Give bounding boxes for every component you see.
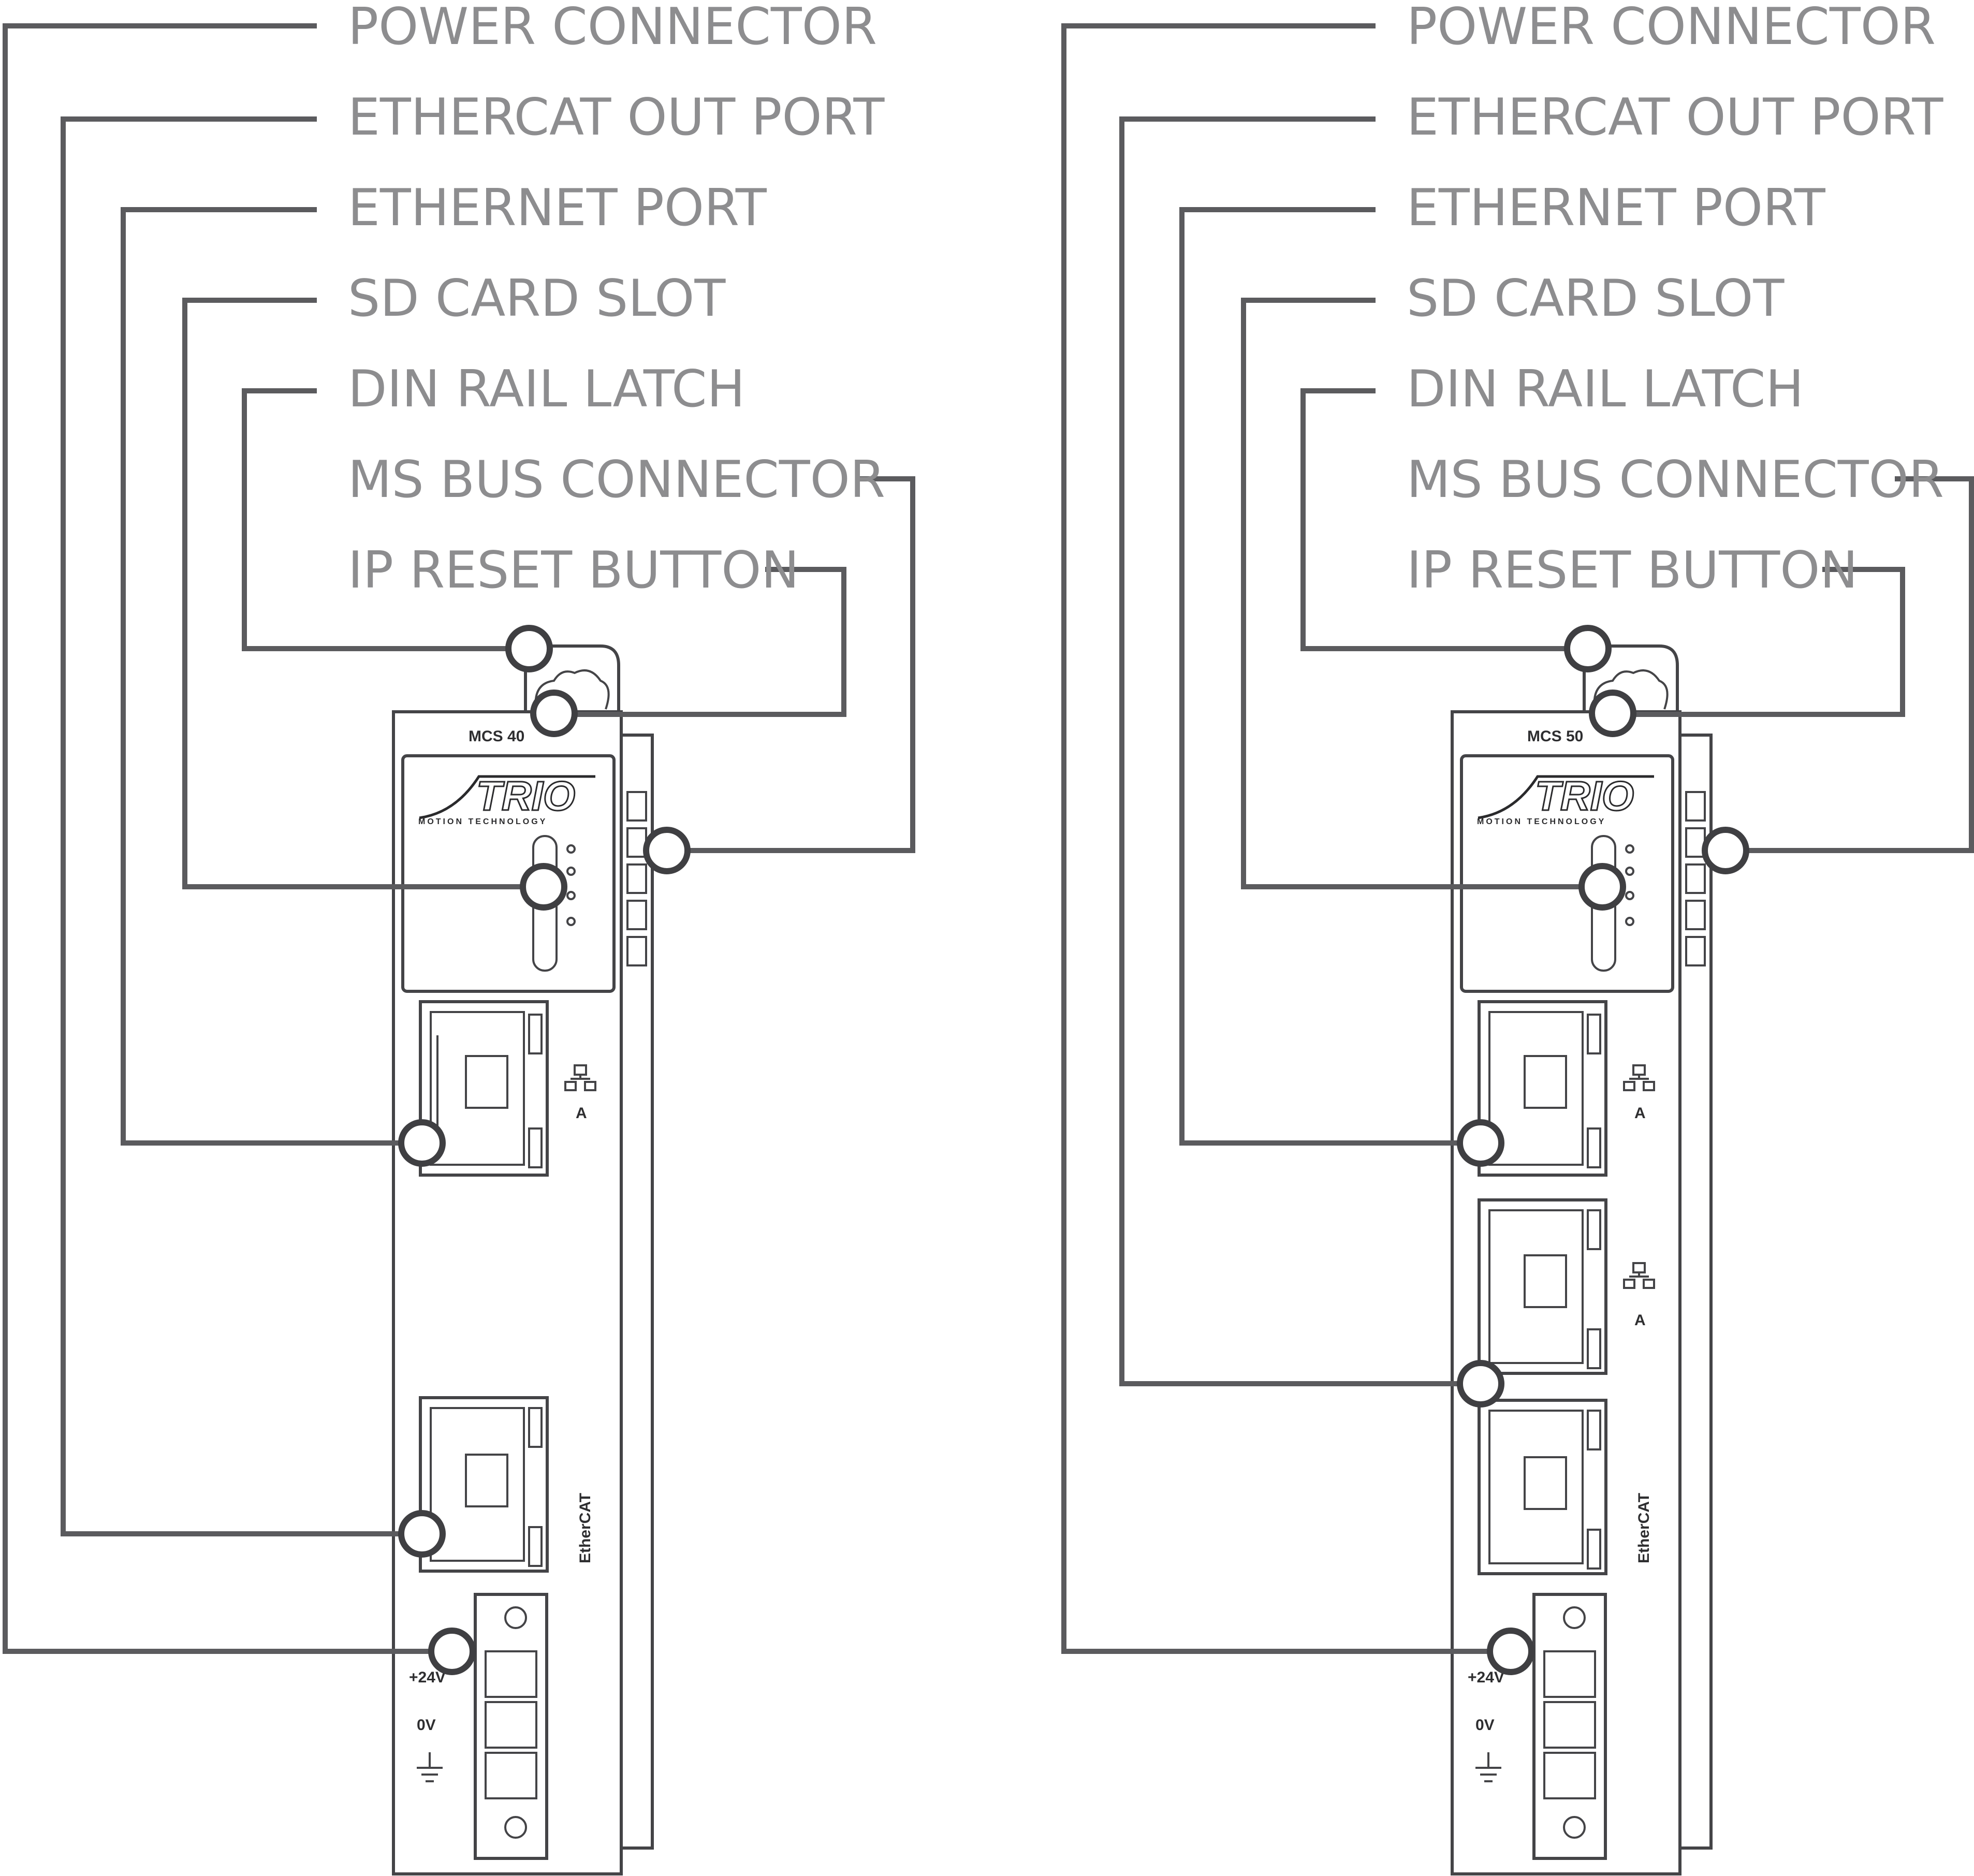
label-power-connector-right: POWER CONNECTOR [1407, 0, 1936, 56]
model-label-left: MCS 40 [469, 728, 524, 745]
port-letter-right-2: A [1634, 1312, 1646, 1329]
marker-sd-slot-right [1578, 863, 1626, 911]
labels-left: POWER CONNECTOR ETHERCAT OUT PORT ETHERN… [348, 0, 885, 600]
svg-text:TRIO: TRIO [476, 773, 575, 819]
label-ethercat-out-port-left: ETHERCAT OUT PORT [348, 88, 885, 147]
marker-ethercat-out-right [1457, 1360, 1504, 1408]
label-ms-bus-connector-right: MS BUS CONNECTOR [1407, 450, 1944, 509]
power-terminal-block-right [1532, 1593, 1607, 1860]
trio-logo-right: TRIO MOTION TECHNOLOGY [1477, 772, 1654, 826]
label-din-rail-latch-left: DIN RAIL LATCH [348, 360, 745, 419]
network-icon-left [564, 1064, 596, 1091]
marker-ip-reset-left [530, 690, 578, 737]
marker-sd-slot-left [520, 863, 567, 911]
marker-ip-reset-right [1589, 690, 1636, 737]
labels-right: POWER CONNECTOR ETHERCAT OUT PORT ETHERN… [1407, 0, 1944, 600]
ground-icon-left [417, 1752, 443, 1782]
ethercat-logo-left: EtherCAT [577, 1493, 594, 1563]
label-ethernet-port-right: ETHERNET PORT [1407, 179, 1826, 238]
network-icon-right-2 [1623, 1262, 1655, 1289]
marker-ethernet-right [1457, 1119, 1504, 1167]
svg-text:MOTION TECHNOLOGY: MOTION TECHNOLOGY [1477, 817, 1606, 826]
marker-din-latch-left [505, 625, 553, 672]
label-din-rail-latch-right: DIN RAIL LATCH [1407, 360, 1804, 419]
model-label-right: MCS 50 [1527, 728, 1583, 745]
label-ip-reset-button-left: IP RESET BUTTON [348, 541, 799, 600]
ethercat-out-port-right [1478, 1198, 1607, 1375]
terminal-0v-left: 0V [417, 1717, 436, 1734]
label-sd-card-slot-left: SD CARD SLOT [348, 269, 726, 328]
ground-icon-right [1475, 1752, 1501, 1782]
marker-ethernet-left [398, 1119, 446, 1167]
markers-left [398, 625, 691, 1675]
markers-right [1457, 625, 1749, 1675]
trio-logo-left: TRIO MOTION TECHNOLOGY [418, 772, 595, 826]
top-panel-left [401, 754, 616, 993]
marker-power-left [428, 1628, 476, 1675]
leader-lines-right [1061, 23, 1974, 1654]
svg-text:MOTION TECHNOLOGY: MOTION TECHNOLOGY [418, 817, 547, 826]
marker-power-right [1487, 1628, 1534, 1675]
svg-text:TRIO: TRIO [1535, 773, 1634, 819]
power-terminal-block-left [474, 1593, 548, 1860]
terminal-24v-left: +24V [409, 1669, 446, 1686]
marker-ethercat-out-left [398, 1510, 446, 1558]
ethercat-logo-right: EtherCAT [1635, 1493, 1653, 1563]
device-left: MCS 40 TRIO MOTION TECHNOLOGY [392, 644, 654, 1875]
marker-din-latch-right [1564, 625, 1612, 672]
port-letter-left: A [576, 1105, 587, 1122]
marker-ms-bus-right [1702, 827, 1749, 874]
label-ethernet-port-left: ETHERNET PORT [348, 179, 767, 238]
top-panel-right [1460, 754, 1674, 993]
side-rail-right [1678, 734, 1713, 1850]
label-ms-bus-connector-left: MS BUS CONNECTOR [348, 450, 885, 509]
label-ip-reset-button-right: IP RESET BUTTON [1407, 541, 1858, 600]
marker-ms-bus-left [643, 827, 691, 874]
network-icon-right [1623, 1064, 1655, 1091]
label-power-connector-left: POWER CONNECTOR [348, 0, 877, 56]
label-ethercat-out-port-right: ETHERCAT OUT PORT [1407, 88, 1944, 147]
side-rail-left [620, 734, 654, 1850]
label-sd-card-slot-right: SD CARD SLOT [1407, 269, 1785, 328]
device-right: MCS 50 TRIO MOTION TECHNOLOGY A [1451, 644, 1713, 1875]
ethercat-port-right [1478, 1399, 1607, 1575]
terminal-24v-right: +24V [1468, 1669, 1504, 1686]
terminal-0v-right: 0V [1475, 1717, 1495, 1734]
port-letter-right: A [1634, 1105, 1646, 1122]
leader-lines-left [3, 23, 915, 1654]
